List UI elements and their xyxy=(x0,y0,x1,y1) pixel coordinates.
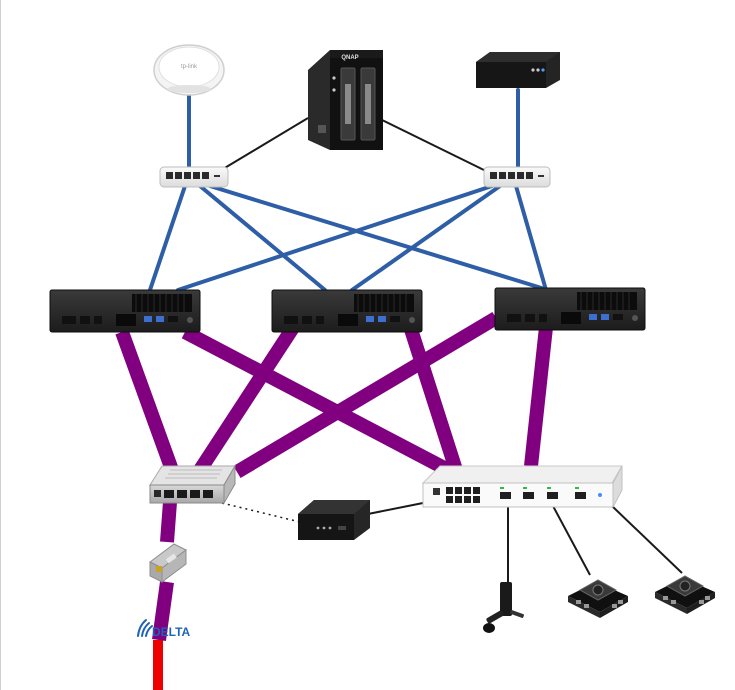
delta-logo-icon xyxy=(137,619,153,637)
isp-logo-text: DELTA xyxy=(152,625,191,639)
server-2[interactable] xyxy=(271,289,423,333)
mini-router[interactable] xyxy=(298,500,370,540)
fiber-server-1-main-switch xyxy=(181,325,452,477)
jetson-board-icon xyxy=(655,575,715,614)
mini-router-icon xyxy=(298,500,370,540)
link-switch-right-server-2 xyxy=(350,184,502,292)
link-fiber-switch-router-dotted xyxy=(221,502,301,523)
fiber-server-3-main-switch xyxy=(524,317,554,467)
nas[interactable]: QNAP xyxy=(308,50,383,150)
sfp-switch-icon xyxy=(149,464,236,505)
fiber-server-2-fiber-switch xyxy=(194,316,304,474)
server-3[interactable] xyxy=(494,287,646,331)
mini-pc-top[interactable] xyxy=(476,52,560,88)
fiber-server-1-fiber-switch xyxy=(115,329,179,473)
sfp-module[interactable] xyxy=(149,543,187,583)
switch-right[interactable] xyxy=(483,166,551,188)
mini-pc-icon xyxy=(476,52,560,88)
server-node-icon xyxy=(271,289,423,333)
wifi-dongle[interactable] xyxy=(483,582,524,633)
fiber-switch[interactable] xyxy=(149,464,236,505)
isp-delta: DELTA xyxy=(137,619,191,639)
link-main-switch-router xyxy=(367,501,429,515)
link-main-switch-jetson-2 xyxy=(611,505,683,574)
managed-switch-icon xyxy=(421,465,623,508)
sfp-transceiver-icon xyxy=(149,543,187,583)
jetson-1[interactable] xyxy=(568,579,628,618)
wireless-access-point-icon: tp-link xyxy=(153,44,225,96)
desktop-switch-icon xyxy=(483,166,551,188)
link-main-switch-jetson-1 xyxy=(552,505,591,576)
fiber-fiber-switch-sfp-upper xyxy=(160,501,177,543)
fiber-server-3-fiber-switch xyxy=(233,311,500,479)
link-switch-right-server-1 xyxy=(176,184,494,292)
jetson-2[interactable] xyxy=(655,575,715,614)
link-switch-right-server-3 xyxy=(514,184,548,292)
link-switch-left-server-1 xyxy=(148,184,187,292)
fiber-sfp-delta xyxy=(152,581,174,641)
jetson-board-icon xyxy=(568,579,628,618)
access-point[interactable]: tp-link xyxy=(153,44,225,96)
switch-left[interactable] xyxy=(159,166,229,188)
usb-dongle-icon xyxy=(483,582,524,633)
server-node-icon xyxy=(49,289,201,333)
links xyxy=(115,88,683,690)
link-switch-left-server-2 xyxy=(198,184,327,292)
svg-text:tp-link: tp-link xyxy=(181,64,198,70)
left-border xyxy=(0,0,1,690)
link-switch-left-server-3 xyxy=(208,184,550,292)
link-nas-switch-right xyxy=(377,117,489,173)
main-switch[interactable] xyxy=(421,465,623,508)
nas-storage-icon xyxy=(308,50,383,150)
server-1[interactable] xyxy=(49,289,201,333)
nas-brand-label: QNAP xyxy=(341,55,358,61)
fiber-server-2-main-switch xyxy=(401,317,463,473)
server-node-icon xyxy=(494,287,646,331)
desktop-switch-icon xyxy=(159,166,229,188)
link-nas-switch-left xyxy=(217,117,309,173)
